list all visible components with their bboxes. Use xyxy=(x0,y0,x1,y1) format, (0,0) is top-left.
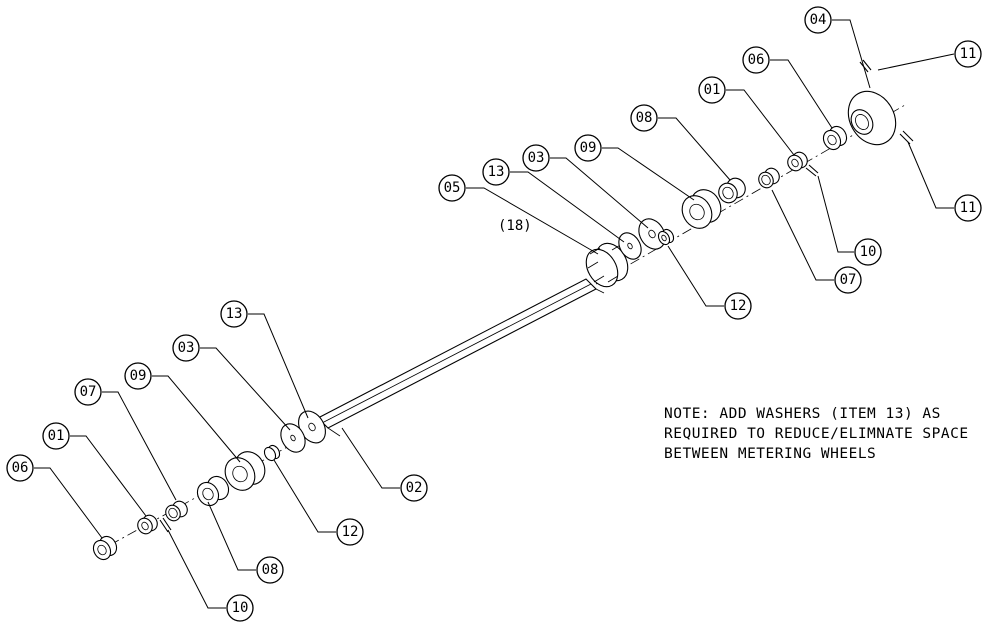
svg-text:05: 05 xyxy=(444,180,461,196)
quantity-label: (18) xyxy=(498,218,532,234)
sleeve-08-right xyxy=(718,177,746,204)
callout-05: 05 xyxy=(438,174,466,202)
washer-13-right xyxy=(618,232,642,260)
sleeve-07-left xyxy=(165,500,188,522)
callout-11-bottom: 11 xyxy=(954,194,982,222)
callout-13-left: 13 xyxy=(220,300,248,328)
callout-03-left: 03 xyxy=(172,334,200,362)
callout-04: 04 xyxy=(804,6,832,34)
callout-08-right: 08 xyxy=(630,104,658,132)
callout-09-left: 09 xyxy=(124,362,152,390)
callout-10-left: 10 xyxy=(226,594,254,622)
callout-08-left: 08 xyxy=(256,556,284,584)
svg-text:07: 07 xyxy=(840,272,857,288)
bolt-11-top xyxy=(859,59,872,73)
bearing-06-left xyxy=(92,535,118,561)
svg-text:07: 07 xyxy=(80,384,97,400)
setscrew-10-left xyxy=(159,517,172,533)
svg-text:03: 03 xyxy=(528,150,545,166)
svg-text:13: 13 xyxy=(226,306,243,322)
callout-02: 02 xyxy=(400,474,428,502)
svg-text:10: 10 xyxy=(232,600,249,616)
svg-text:12: 12 xyxy=(342,524,359,540)
callout-11-top: 11 xyxy=(954,40,982,68)
svg-text:10: 10 xyxy=(860,244,877,260)
svg-text:01: 01 xyxy=(48,428,65,444)
bolt-11-bottom xyxy=(899,130,914,145)
svg-text:11: 11 xyxy=(960,200,977,216)
callout-01-right: 01 xyxy=(698,76,726,104)
callout-12-right: 12 xyxy=(724,292,752,320)
flange-04-right xyxy=(847,90,897,146)
note-line-1: NOTE: ADD WASHERS (ITEM 13) AS xyxy=(664,406,941,422)
callout-06-right: 06 xyxy=(742,46,770,74)
collar-01-right xyxy=(787,151,808,172)
callout-13-right: 13 xyxy=(482,158,510,186)
callout-06-left: 06 xyxy=(6,454,34,482)
sleeve-08-left xyxy=(196,475,230,507)
svg-text:03: 03 xyxy=(178,340,195,356)
svg-text:08: 08 xyxy=(636,110,653,126)
callout-10-right: 10 xyxy=(854,238,882,266)
svg-text:02: 02 xyxy=(406,480,423,496)
svg-text:(18): (18) xyxy=(498,218,532,234)
svg-text:01: 01 xyxy=(704,82,721,98)
collar-12-right xyxy=(657,228,675,246)
svg-text:08: 08 xyxy=(262,562,279,578)
bearing-06-right xyxy=(822,125,848,151)
svg-text:11: 11 xyxy=(960,46,977,62)
callout-03-right: 03 xyxy=(522,144,550,172)
sleeve-07-right xyxy=(758,167,780,189)
callout-07-left: 07 xyxy=(74,378,102,406)
collar-01-left xyxy=(137,514,158,535)
callout-07-right: 07 xyxy=(834,266,862,294)
setscrew-10-right xyxy=(805,164,819,177)
callout-12-left: 12 xyxy=(336,518,364,546)
bushing-09-right xyxy=(681,189,722,229)
leader-lines xyxy=(34,19,955,609)
svg-text:13: 13 xyxy=(488,164,505,180)
svg-text:09: 09 xyxy=(130,368,147,384)
assembly-note: NOTE: ADD WASHERS (ITEM 13) AS REQUIRED … xyxy=(664,406,969,462)
note-line-2: REQUIRED TO REDUCE/ELIMNATE SPACE xyxy=(664,426,969,442)
svg-text:12: 12 xyxy=(730,298,747,314)
svg-text:06: 06 xyxy=(12,460,29,476)
callout-01-left: 01 xyxy=(42,422,70,450)
metering-wheel-05 xyxy=(585,242,629,288)
svg-text:09: 09 xyxy=(580,140,597,156)
bushing-09-left xyxy=(224,451,266,491)
callout-09-right: 09 xyxy=(574,134,602,162)
svg-text:04: 04 xyxy=(810,12,827,28)
note-line-3: BETWEEN METERING WHEELS xyxy=(664,446,876,462)
svg-text:06: 06 xyxy=(748,52,765,68)
collar-12-left xyxy=(263,444,281,462)
